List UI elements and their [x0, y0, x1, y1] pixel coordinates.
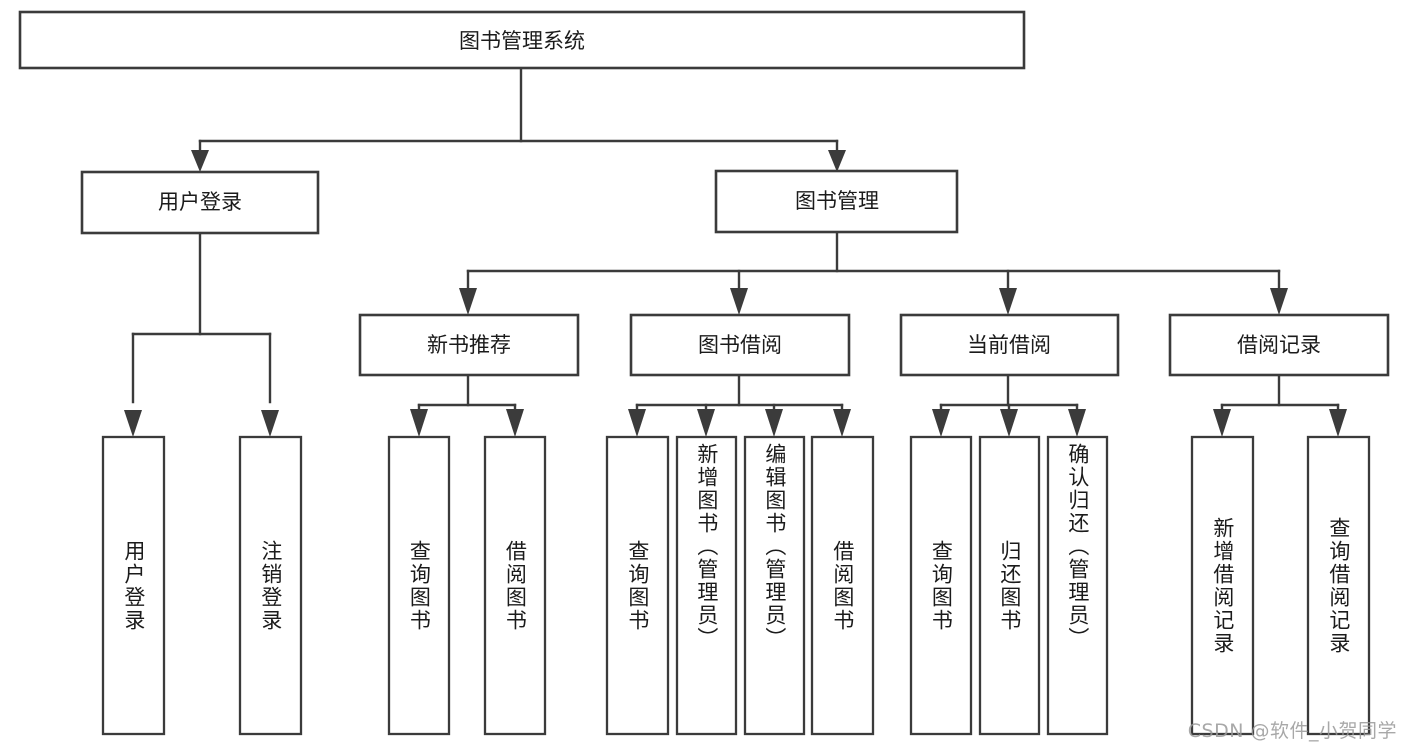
arrow-to-book-manage [828, 150, 846, 172]
leaf-rect-logout[interactable] [238, 435, 303, 736]
node-root-label: 图书管理系统 [459, 29, 585, 53]
csdn-watermark: CSDN @软件_小贺同学 [1187, 720, 1397, 742]
node-book-manage[interactable]: 图书管理 [714, 169, 959, 234]
node-book-borrow[interactable]: 图书借阅 [629, 313, 851, 377]
leaf-rect-user-login[interactable] [101, 435, 166, 736]
arrow-currentborrow-leaf3 [1068, 409, 1086, 437]
arrow-borrowrecord-leaf2 [1329, 409, 1347, 437]
node-root-rect[interactable] [18, 10, 1026, 70]
node-user-login-rect[interactable] [80, 170, 320, 235]
node-book-borrow-rect[interactable] [629, 313, 851, 377]
leaf-rect-current-query[interactable] [909, 435, 973, 736]
node-borrow-record-rect[interactable] [1168, 313, 1390, 377]
arrow-newbook-leaf2 [506, 409, 524, 437]
arrow-currentborrow-leaf1 [932, 409, 950, 437]
arrow-to-newbook [459, 288, 477, 315]
node-user-login[interactable]: 用户登录 [80, 170, 320, 235]
arrow-to-user-login [191, 150, 209, 172]
leaf-rect-record-query[interactable] [1306, 435, 1371, 736]
node-user-login-label: 用户登录 [158, 190, 242, 214]
node-current-borrow-rect[interactable] [899, 313, 1120, 377]
arrow-to-bookborrow [730, 288, 748, 315]
arrow-to-borrowrecord [1270, 288, 1288, 315]
node-book-manage-rect[interactable] [714, 169, 959, 234]
node-root[interactable]: 图书管理系统 [18, 10, 1026, 70]
arrow-borrowrecord-leaf1 [1213, 409, 1231, 437]
node-book-manage-label: 图书管理 [795, 189, 879, 213]
leaf-rect-borrow-edit[interactable] [743, 435, 806, 736]
arrow-bookborrow-leaf4 [833, 409, 851, 437]
node-new-book-recommend-rect[interactable] [358, 313, 580, 377]
arrow-newbook-leaf1 [410, 409, 428, 437]
leaf-rect-borrow-query[interactable] [605, 435, 670, 736]
arrow-currentborrow-leaf2 [1000, 409, 1018, 437]
node-borrow-record-label: 借阅记录 [1237, 333, 1321, 357]
arrow-bookborrow-leaf1 [628, 409, 646, 437]
arrow-userlogin-leaf1 [124, 410, 142, 437]
leaf-rect-newbook-borrow[interactable] [483, 435, 547, 736]
leaf-rect-newbook-query[interactable] [387, 435, 451, 736]
leaf-rect-borrow-add[interactable] [675, 435, 738, 736]
node-current-borrow-label: 当前借阅 [967, 333, 1051, 357]
arrow-to-currentborrow [999, 288, 1017, 315]
leaf-rect-record-add[interactable] [1190, 435, 1255, 736]
node-current-borrow[interactable]: 当前借阅 [899, 313, 1120, 377]
arrow-bookborrow-leaf2 [697, 409, 715, 437]
leaf-rect-current-confirm[interactable] [1046, 435, 1109, 736]
node-new-book-recommend-label: 新书推荐 [427, 333, 511, 357]
leaf-rect-current-return[interactable] [978, 435, 1041, 736]
leaf-rect-borrow-lend[interactable] [810, 435, 875, 736]
node-new-book-recommend[interactable]: 新书推荐 [358, 313, 580, 377]
arrow-bookborrow-leaf3 [765, 409, 783, 437]
arrow-userlogin-leaf2 [261, 410, 279, 437]
node-book-borrow-label: 图书借阅 [698, 333, 782, 357]
node-borrow-record[interactable]: 借阅记录 [1168, 313, 1390, 377]
